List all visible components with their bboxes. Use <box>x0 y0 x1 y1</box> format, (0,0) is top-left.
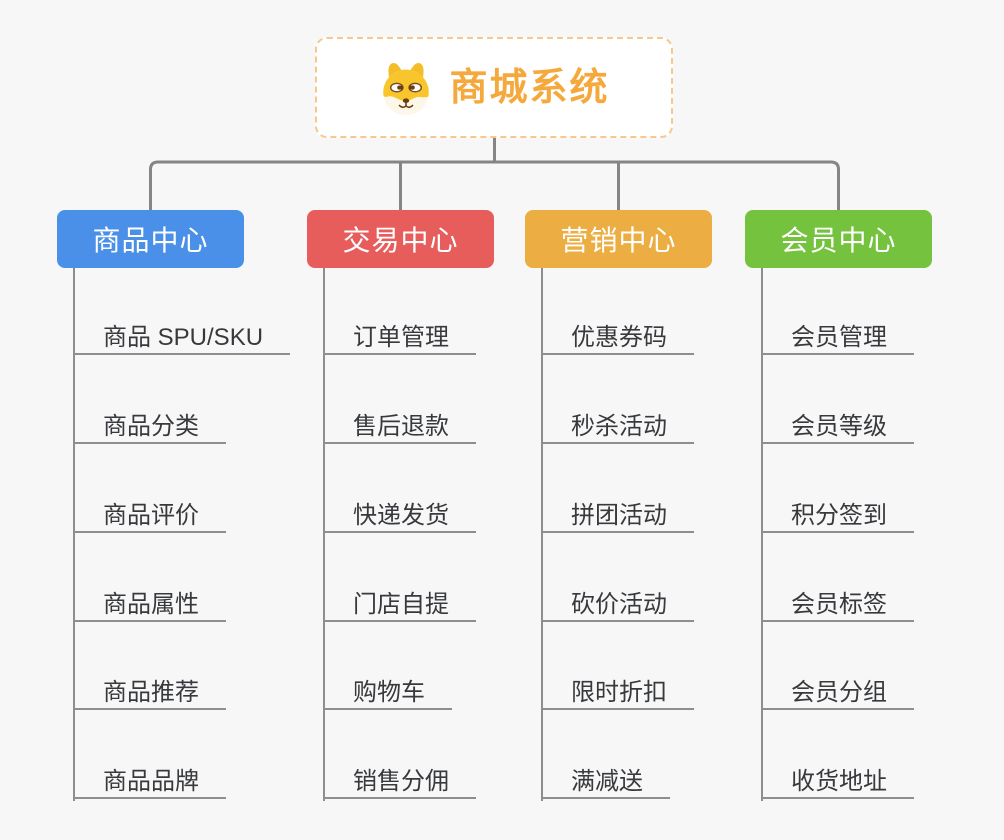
leaf-node[interactable]: 砍价活动 <box>541 586 694 622</box>
branch-node-trade-center[interactable]: 交易中心 <box>307 210 494 268</box>
leaf-node[interactable]: 购物车 <box>323 674 452 710</box>
leaf-node[interactable]: 积分签到 <box>761 497 914 533</box>
root-node[interactable]: 商城系统 <box>315 37 673 138</box>
branch-column-marketing: 优惠券码 秒杀活动 拼团活动 砍价活动 限时折扣 满减送 <box>525 0 775 840</box>
leaf-node[interactable]: 商品属性 <box>73 586 226 622</box>
root-title: 商城系统 <box>449 66 610 109</box>
leaf-node[interactable]: 商品 SPU/SKU <box>73 319 291 355</box>
trunk-line <box>541 268 543 801</box>
branch-column-product: 商品 SPU/SKU 商品分类 商品评价 商品属性 商品推荐 商品品牌 <box>57 0 307 840</box>
leaf-node[interactable]: 订单管理 <box>323 319 476 355</box>
leaf-node[interactable]: 商品品牌 <box>73 763 226 799</box>
leaf-node[interactable]: 快递发货 <box>323 497 476 533</box>
leaf-node[interactable]: 门店自提 <box>323 586 476 622</box>
leaf-node[interactable]: 会员管理 <box>761 319 914 355</box>
branch-node-marketing-center[interactable]: 营销中心 <box>525 210 712 268</box>
leaf-node[interactable]: 限时折扣 <box>541 674 694 710</box>
leaf-node[interactable]: 销售分佣 <box>323 763 476 799</box>
branch-node-product-center[interactable]: 商品中心 <box>57 210 244 268</box>
leaf-node[interactable]: 售后退款 <box>323 408 476 444</box>
dog-face-icon <box>378 59 434 117</box>
branch-column-trade: 订单管理 售后退款 快递发货 门店自提 购物车 销售分佣 <box>307 0 557 840</box>
leaf-node[interactable]: 优惠券码 <box>541 319 694 355</box>
leaf-node[interactable]: 秒杀活动 <box>541 408 694 444</box>
trunk-line <box>761 268 763 801</box>
leaf-node[interactable]: 会员标签 <box>761 586 914 622</box>
leaf-node[interactable]: 满减送 <box>541 763 670 799</box>
leaf-node[interactable]: 会员等级 <box>761 408 914 444</box>
leaf-node[interactable]: 商品评价 <box>73 497 226 533</box>
trunk-line <box>323 268 325 801</box>
branch-node-member-center[interactable]: 会员中心 <box>745 210 932 268</box>
leaf-node[interactable]: 拼团活动 <box>541 497 694 533</box>
leaf-node[interactable]: 收货地址 <box>761 763 914 799</box>
trunk-line <box>73 268 75 801</box>
leaf-node[interactable]: 会员分组 <box>761 674 914 710</box>
leaf-node[interactable]: 商品推荐 <box>73 674 226 710</box>
leaf-node[interactable]: 商品分类 <box>73 408 226 444</box>
branch-column-member: 会员管理 会员等级 积分签到 会员标签 会员分组 收货地址 <box>745 0 995 840</box>
